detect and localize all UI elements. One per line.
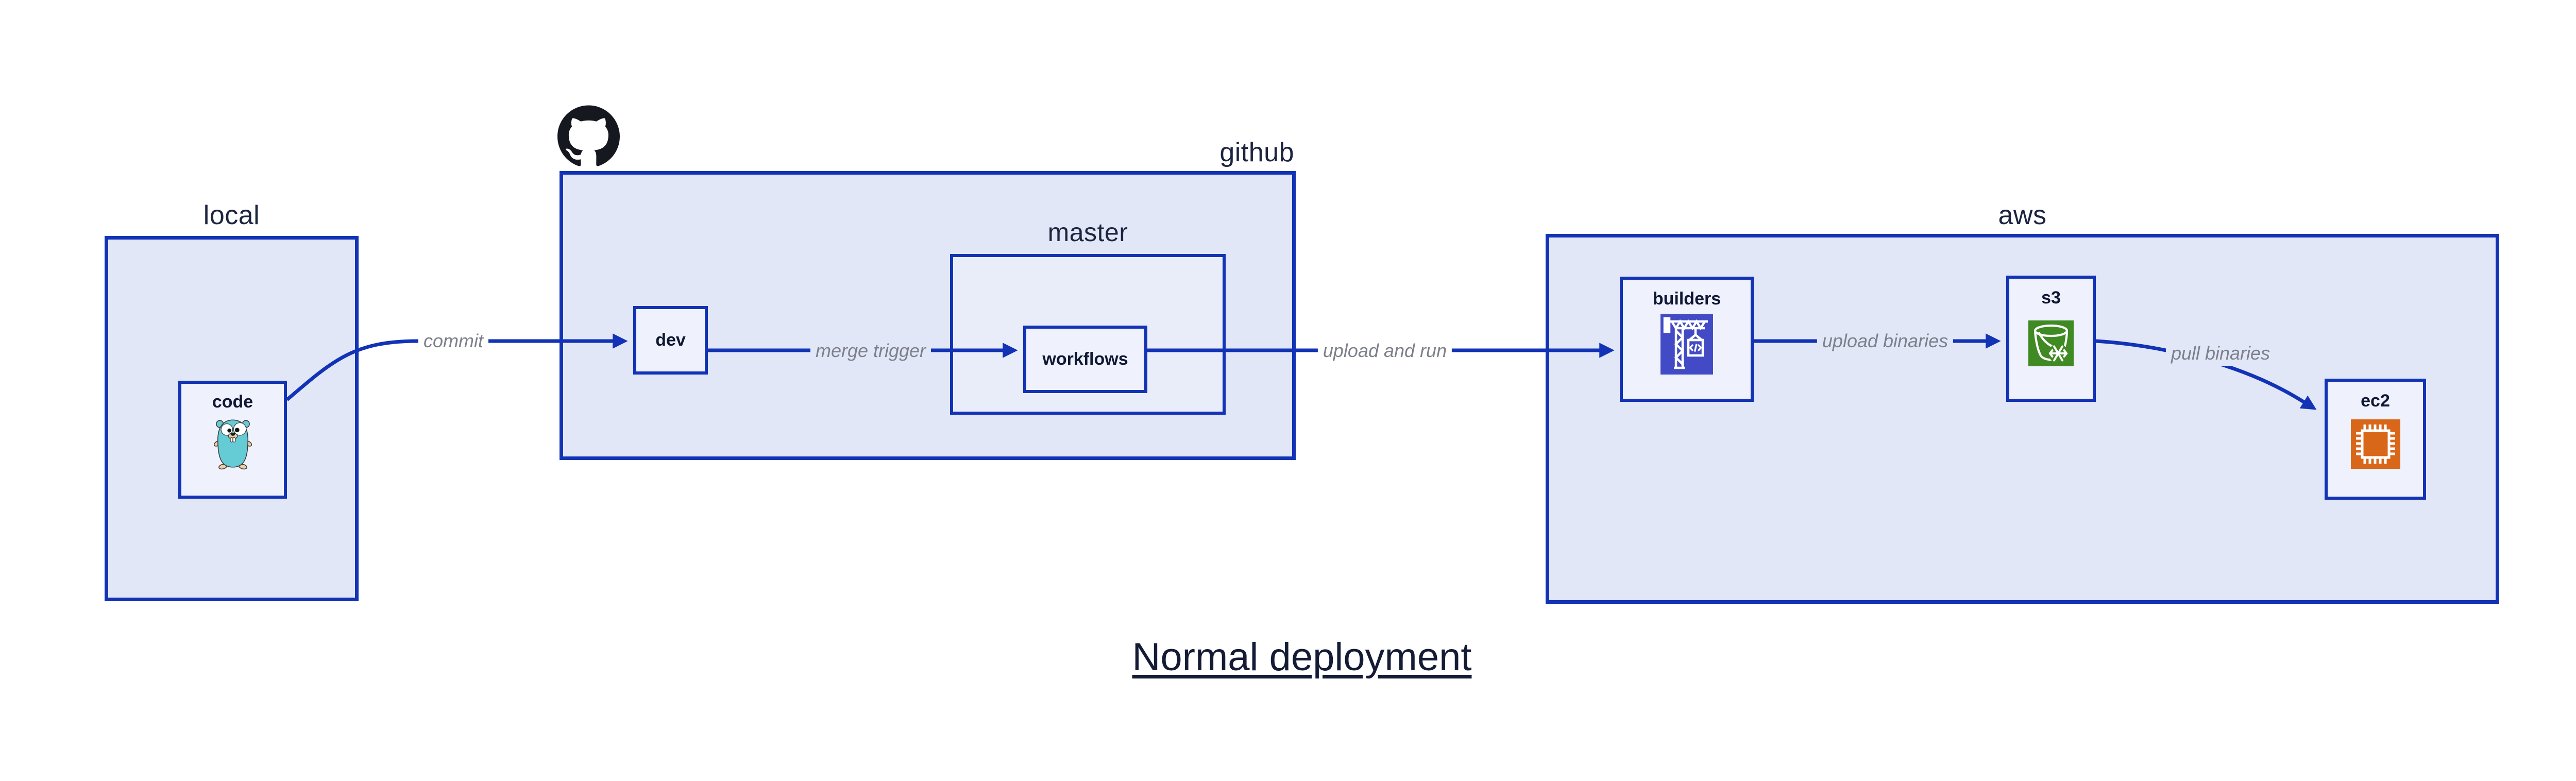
local-label: local	[203, 200, 260, 230]
s3-label: s3	[2041, 288, 2061, 308]
builders-node: builders	[1620, 277, 1754, 402]
builders-label: builders	[1652, 289, 1721, 309]
diagram-title: Normal deployment	[1132, 635, 1472, 679]
commit-edge-label: commit	[418, 329, 488, 353]
dev-label: dev	[655, 330, 686, 350]
workflows-label: workflows	[1042, 349, 1128, 369]
upload-binaries-edge-label: upload binaries	[1817, 329, 1954, 353]
codebuild-crane-icon	[1660, 314, 1713, 375]
ec2-chip-icon	[2350, 419, 2400, 469]
code-node: code	[178, 381, 287, 499]
pull-binaries-edge-label: pull binaries	[2165, 341, 2276, 366]
ec2-label: ec2	[2361, 391, 2390, 411]
code-label: code	[212, 392, 253, 412]
aws-label: aws	[1998, 200, 2047, 230]
github-label: github	[1219, 138, 1294, 167]
dev-node: dev	[633, 306, 708, 375]
ec2-node: ec2	[2325, 379, 2426, 500]
s3-node: s3	[2006, 276, 2096, 402]
go-gopher-icon	[213, 417, 252, 470]
merge-trigger-edge-label: merge trigger	[810, 338, 931, 363]
workflows-node: workflows	[1023, 326, 1147, 393]
upload-and-run-edge-label: upload and run	[1317, 338, 1452, 363]
s3-glacier-bucket-icon	[2028, 320, 2074, 366]
master-label: master	[1047, 218, 1128, 247]
github-octocat-icon	[557, 105, 620, 167]
